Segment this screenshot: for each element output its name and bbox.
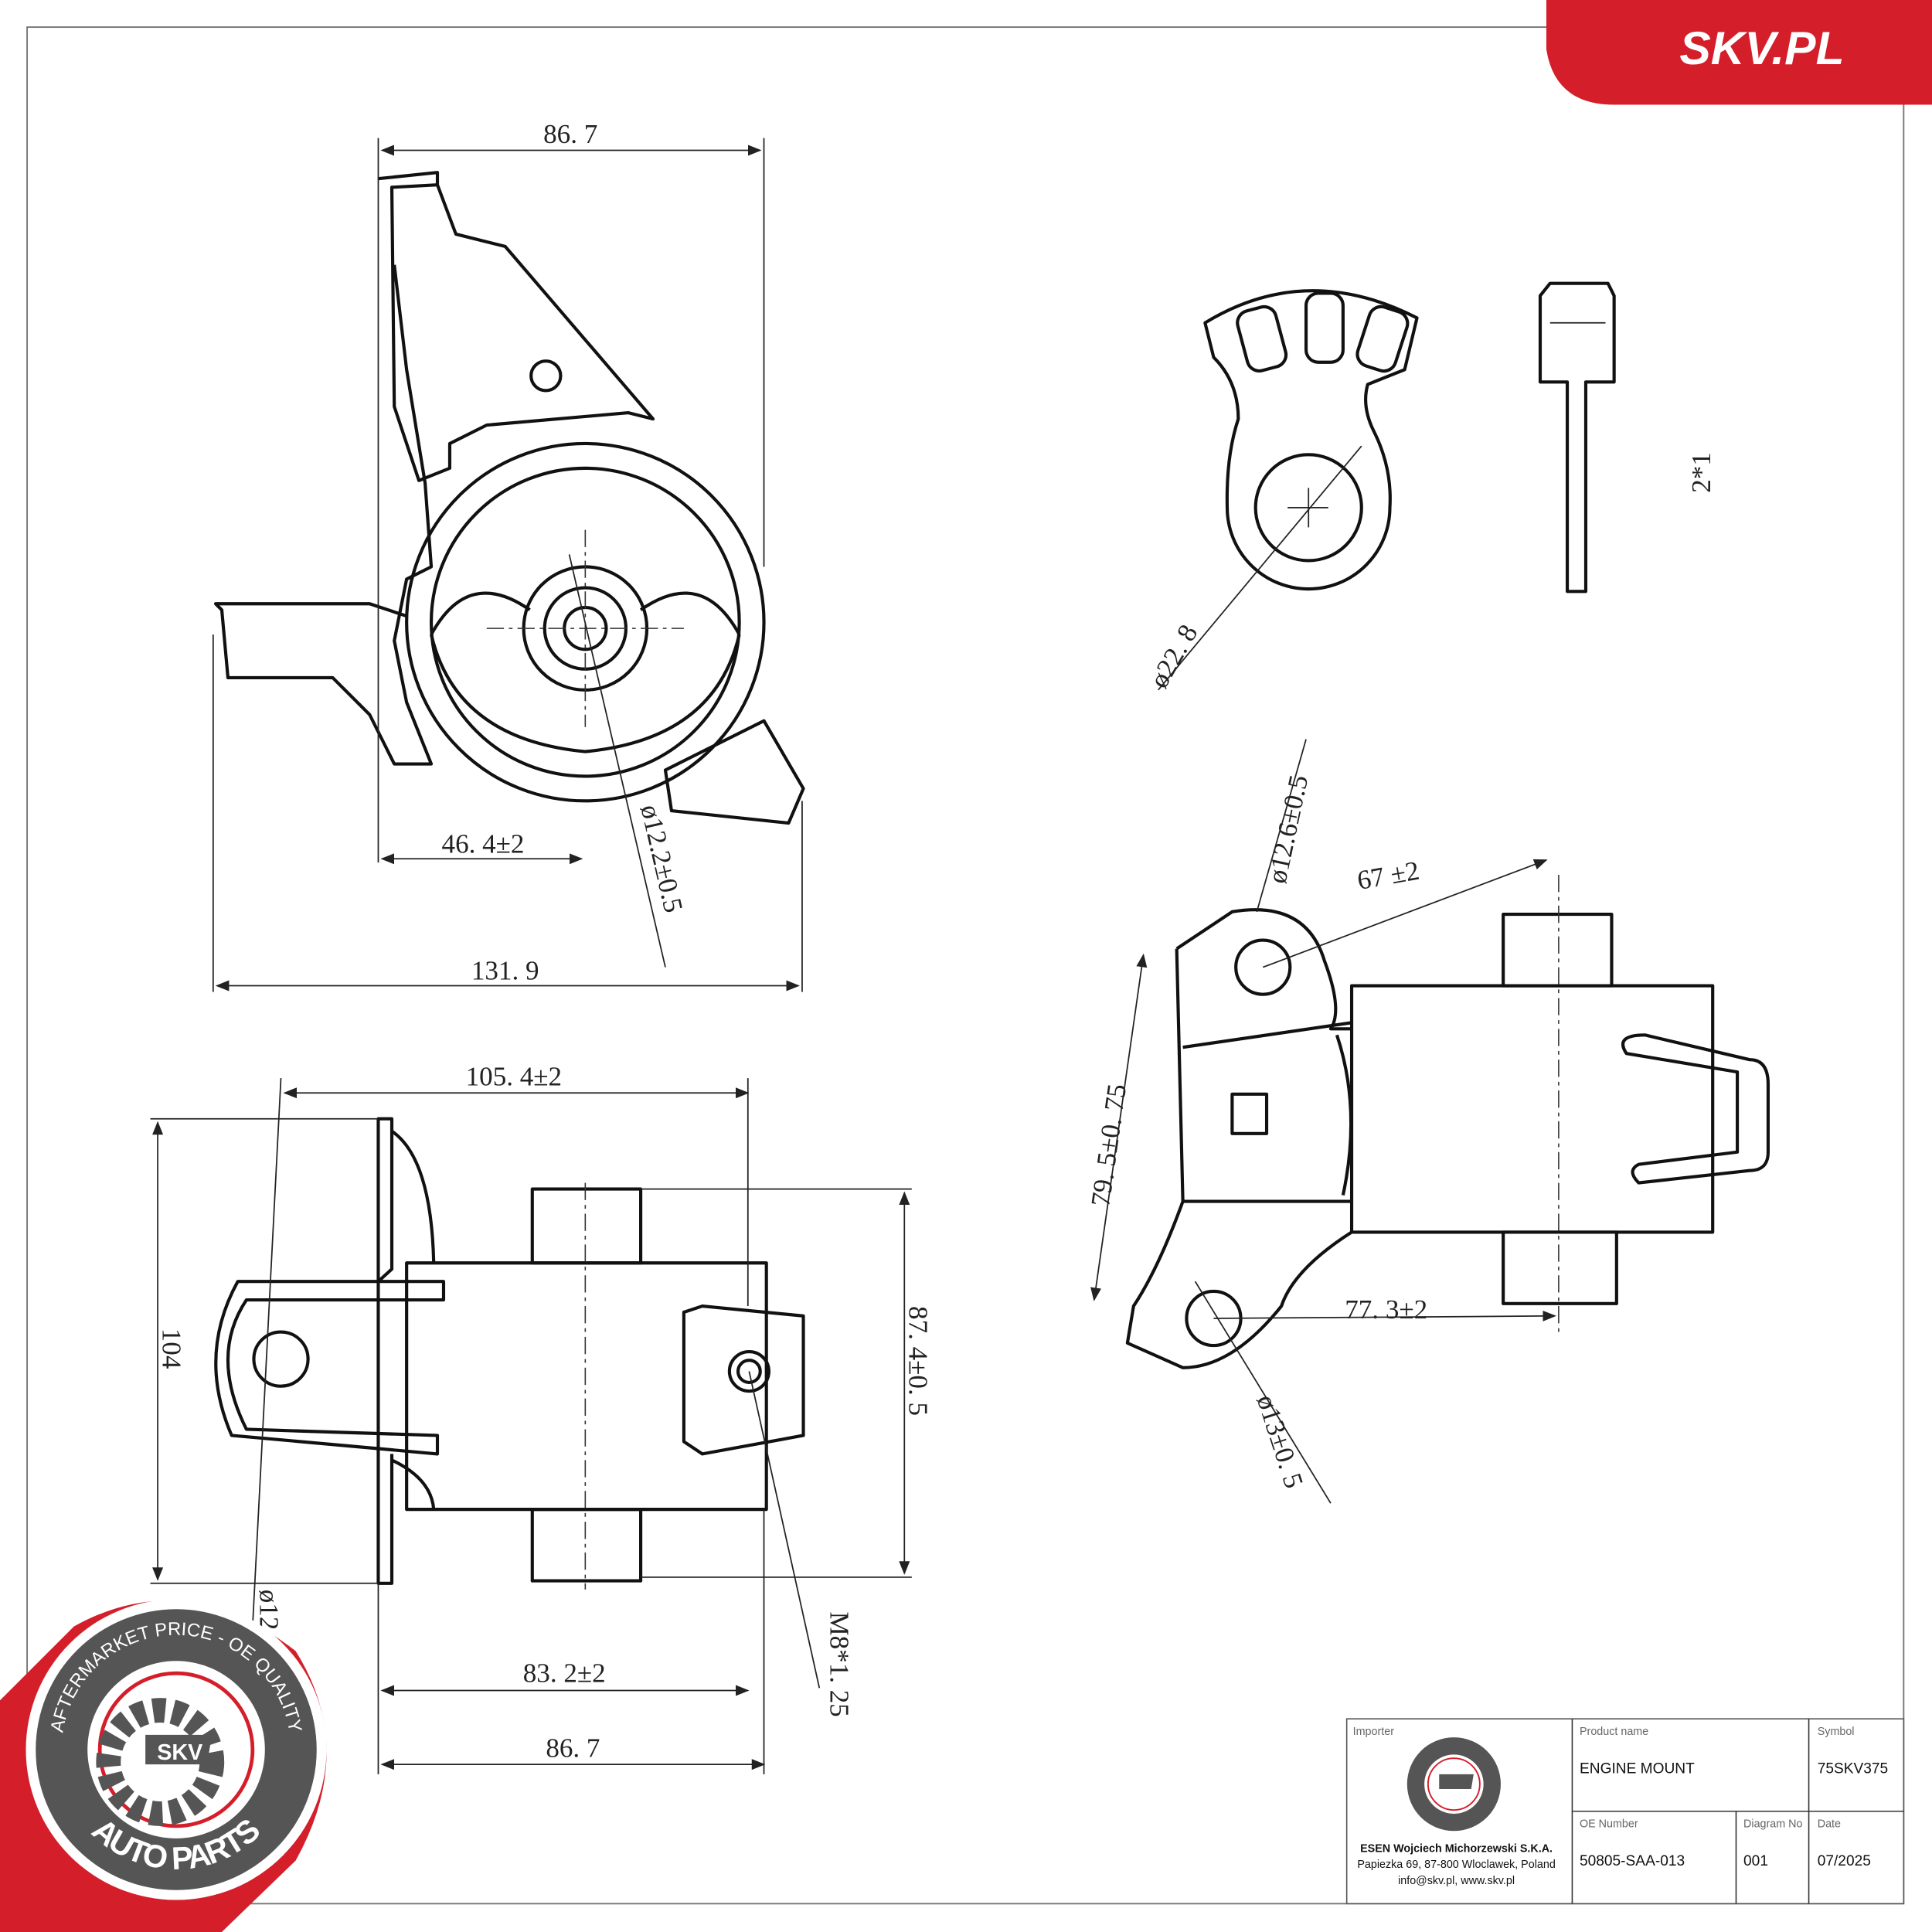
dim-washer-dia: ø22. 8 xyxy=(1144,619,1204,692)
dim-dist-bottom: 77. 3±2 xyxy=(1345,1294,1427,1325)
gear-icon xyxy=(96,1698,225,1826)
dim-bl-height-total: 104 xyxy=(156,1328,186,1369)
importer-name: ESEN Wojciech Michorzewski S.K.A. xyxy=(1360,1842,1553,1855)
skv-stamp-logo: AFTERMARKET PRICE - OE QUALITY AUTO PART… xyxy=(0,1599,327,1932)
date-label: Date xyxy=(1818,1818,1841,1830)
importer-label: Importer xyxy=(1353,1726,1395,1738)
dim-dist-top: 67 ±2 xyxy=(1355,855,1421,896)
dim-thickness: 2*1 xyxy=(1686,452,1716,493)
dim-width-top: 86. 7 xyxy=(543,119,597,149)
top-view: 105. 4±2 104 87. 4±0. 5 83. 2±2 86. 7 M8… xyxy=(150,1062,934,1774)
date-value: 07/2025 xyxy=(1818,1853,1871,1869)
dim-total-width: 131. 9 xyxy=(471,956,539,986)
site-logo-tab: SKV.PL xyxy=(1546,0,1932,105)
importer-logo xyxy=(1406,1737,1501,1832)
symbol-value: 75SKV375 xyxy=(1818,1760,1888,1777)
dim-bl-width-top: 105. 4±2 xyxy=(466,1062,562,1092)
title-block: Importer ESEN Wojciech Michorzewski S.K.… xyxy=(1345,1718,1905,1905)
importer-address: Papiezka 69, 87-800 Wloclawek, Poland xyxy=(1357,1859,1555,1871)
product-name: ENGINE MOUNT xyxy=(1580,1760,1695,1777)
symbol-label: Symbol xyxy=(1818,1726,1855,1738)
washer-view: ø22. 8 2*1 xyxy=(1144,281,1716,693)
dim-offset: 46. 4±2 xyxy=(442,828,525,859)
side-view: ø12.6±0.5 67 ±2 79. 5±0. 75 77. 3±2 ø13±… xyxy=(1085,739,1770,1504)
importer-contact: info@skv.pl, www.skv.pl xyxy=(1398,1875,1515,1887)
dim-hole-dia-top: ø12.6±0.5 xyxy=(1262,772,1315,886)
front-view: 86. 7 46. 4±2 131. 9 ø12.2±0.5 xyxy=(212,119,805,992)
dim-bl-hole-dia: ø12 xyxy=(253,1590,284,1631)
dim-hole-dia: ø12.2±0.5 xyxy=(634,801,689,915)
drawing-frame xyxy=(26,26,1905,1905)
product-name-label: Product name xyxy=(1580,1726,1648,1738)
diagram-no: 001 xyxy=(1743,1853,1768,1869)
dim-bl-height-body: 87. 4±0. 5 xyxy=(903,1306,934,1416)
site-logo: SKV.PL xyxy=(1679,22,1844,74)
oe-number: 50805-SAA-013 xyxy=(1580,1853,1685,1869)
dim-bl-width-bottom: 86. 7 xyxy=(546,1733,600,1764)
diagram-no-label: Diagram No xyxy=(1743,1818,1802,1830)
dim-hole-dia-bottom: ø13±0. 5 xyxy=(1251,1391,1310,1492)
dim-thread: M8*1. 25 xyxy=(825,1611,855,1716)
oe-number-label: OE Number xyxy=(1580,1818,1638,1830)
dim-height: 79. 5±0. 75 xyxy=(1085,1082,1132,1208)
stamp-center-text: SKV xyxy=(157,1740,202,1765)
dim-bl-width-mid: 83. 2±2 xyxy=(523,1658,606,1688)
